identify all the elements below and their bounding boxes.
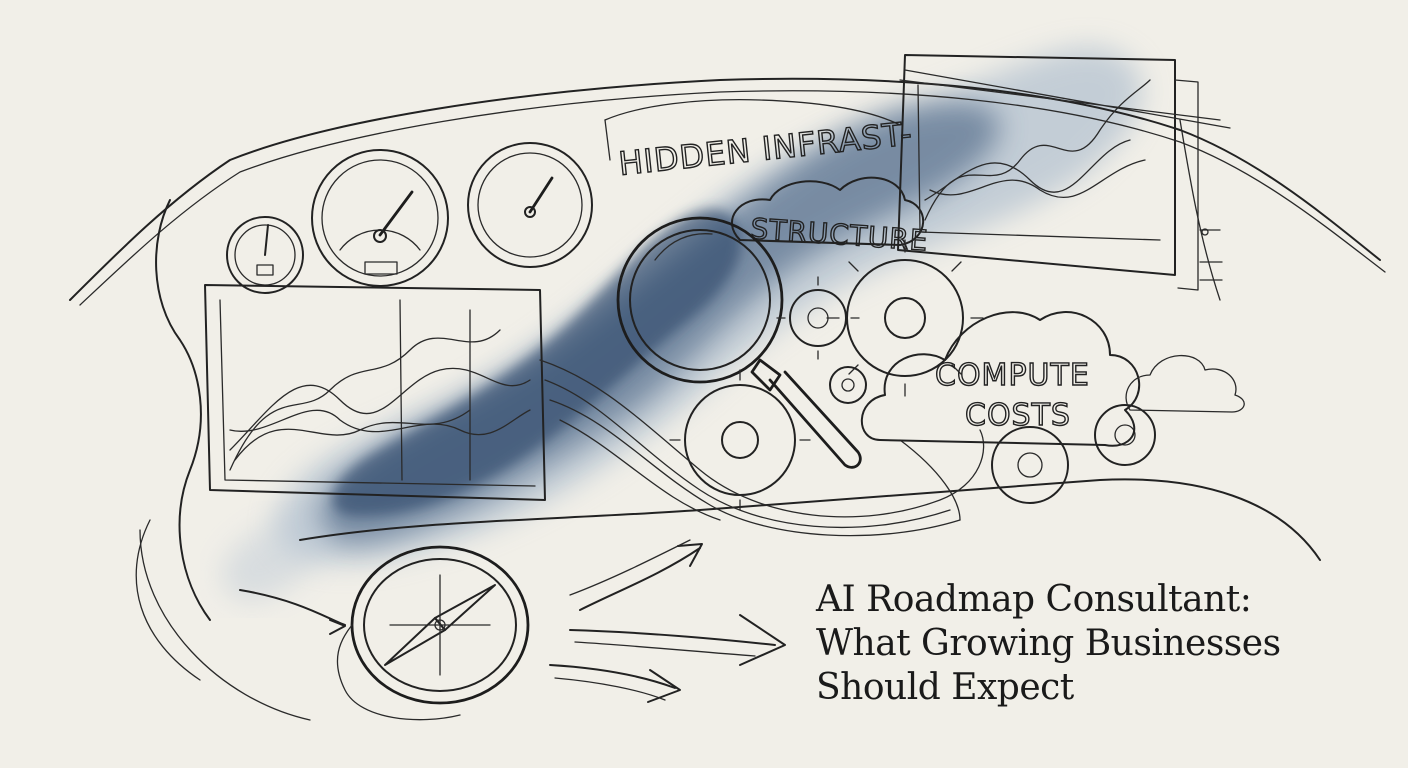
headline-line1: AI Roadmap Consultant: [816,579,1252,620]
line-chart-icon [897,54,1231,291]
arrow-icon [569,614,786,666]
cloud-icon [1125,354,1245,413]
headline-line2: What Growing Businesses [816,623,1281,664]
gauge-icon [467,142,593,268]
magnifying-glass-icon [616,216,862,469]
gear-icon [991,426,1069,504]
gauge-icon [226,216,304,294]
arrow-icon [549,664,681,703]
gear-icon [829,366,867,404]
headline-line3: Should Expect [816,667,1074,708]
gear-icon [826,239,984,397]
arrow-icon [569,539,703,611]
compute-line2: COSTS [965,398,1071,433]
watercolor-wash [221,46,1143,601]
speedometer-icon [311,149,449,287]
dashboard-outline [69,77,1386,721]
cloud-icon: COMPUTE COSTS [860,311,1141,447]
compute-line1: COMPUTE [935,358,1090,393]
line-chart-icon [204,284,546,501]
gear-icon [1094,404,1156,466]
compass-icon [336,545,530,721]
gear-icon [776,276,860,360]
cable-bundle [539,359,985,537]
headline: AI Roadmap Consultant: What Growing Busi… [816,578,1376,710]
